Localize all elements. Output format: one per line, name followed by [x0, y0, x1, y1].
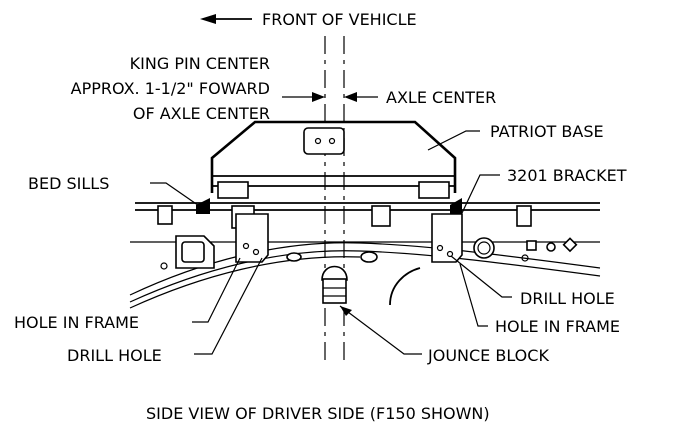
hole-in-frame-left-label: HOLE IN FRAME [14, 313, 139, 332]
hole-in-frame-left-leader [192, 257, 241, 323]
jounce-block-leader-arrow-icon [340, 306, 352, 316]
jounce-block [321, 265, 348, 304]
frame-holes [160, 237, 578, 270]
diagram-caption: SIDE VIEW OF DRIVER SIDE (F150 SHOWN) [146, 404, 490, 423]
drill-hole-right-leader [450, 255, 512, 298]
axle-center-label: AXLE CENTER [386, 88, 496, 107]
bracket-3201-leader [461, 174, 500, 214]
drill-hole-left-label: DRILL HOLE [67, 346, 162, 365]
drill-hole-right-label: DRILL HOLE [520, 289, 615, 308]
king-pin-label-line2: APPROX. 1-1/2" FOWARD [71, 79, 270, 98]
king-pin-label-line1: KING PIN CENTER [130, 54, 270, 73]
bed-sills-leader [150, 182, 206, 211]
jounce-block-label: JOUNCE BLOCK [427, 346, 549, 365]
dimension-arrows [282, 92, 378, 102]
right-bracket [431, 213, 495, 263]
bed-sills-label: BED SILLS [28, 174, 109, 193]
bed-sills [135, 198, 600, 229]
hole-in-frame-right-label: HOLE IN FRAME [495, 317, 620, 336]
bracket-3201-label: 3201 BRACKET [507, 166, 627, 185]
patriot-base-leader [427, 130, 480, 151]
drill-hole-left-leader [194, 257, 263, 355]
jounce-block-leader [339, 305, 422, 355]
king-pin-label-line3: OF AXLE CENTER [133, 104, 270, 123]
patriot-base-label: PATRIOT BASE [490, 122, 604, 141]
left-bracket [175, 213, 269, 269]
front-of-vehicle-label: FRONT OF VEHICLE [262, 10, 417, 29]
front-arrow-icon [200, 14, 252, 24]
hole-in-frame-right-leader [459, 263, 488, 327]
patriot-base [210, 120, 457, 199]
